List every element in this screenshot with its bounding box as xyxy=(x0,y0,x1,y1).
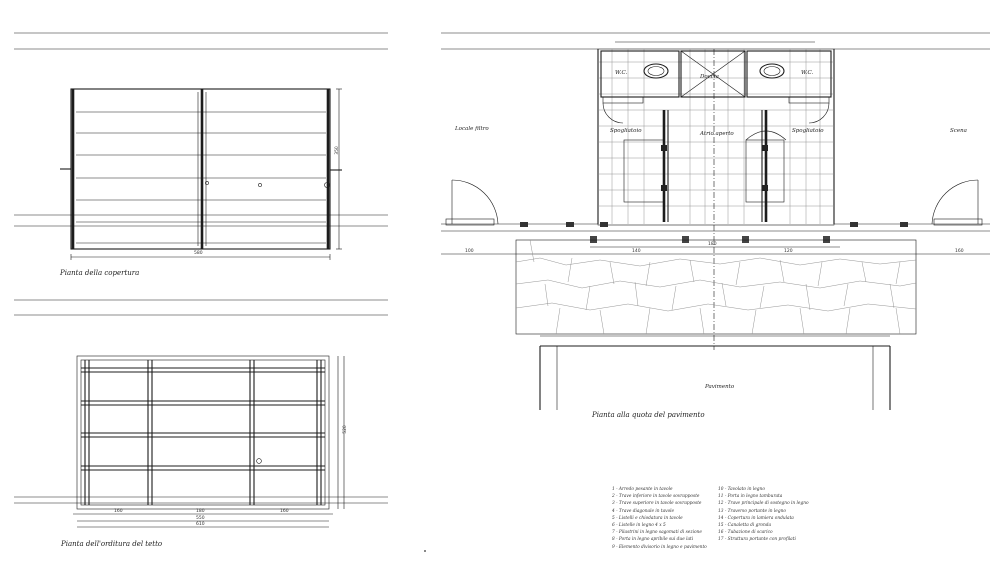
dim-frame-side: 520 xyxy=(342,425,348,434)
dim-frame-bottom-2: 180 xyxy=(196,509,205,514)
dim-plan-d: 120 xyxy=(784,249,793,254)
legend-item: 17 - Struttura portante con profilati xyxy=(718,537,796,543)
dim-plan-b: 140 xyxy=(632,249,641,254)
room-label-dressing-right: Spogliatoio xyxy=(792,128,824,134)
legend-item: 3 - Trave superiore in tavole sovrappost… xyxy=(612,501,702,507)
legend-item: 1 - Arredo pesante in tavole xyxy=(612,487,673,492)
legend-item: 2 - Trave inferiore in tavole sovrappost… xyxy=(612,494,700,500)
roof-plan xyxy=(14,32,388,260)
room-label-right: Scena xyxy=(950,128,967,134)
legend-item: 14 - Copertura in lamiera ondulata xyxy=(718,515,794,521)
legend-item: 9 - Elemento divisorio in legno e pavime… xyxy=(612,544,707,550)
legend-item: 11 - Porta in legno tamburata xyxy=(718,494,783,500)
room-label-center: Atrio aperto xyxy=(700,131,734,137)
legend-item: 12 - Trave principale di sostegno in leg… xyxy=(718,501,809,507)
legend-item: 5 - Listelli e chiodatura in tavole xyxy=(612,515,683,521)
legend-item: 4 - Trave diagonale in tavole xyxy=(612,508,675,514)
dim-plan-c: 180 xyxy=(708,242,717,247)
ceiling-frame-plan xyxy=(14,299,388,528)
dim-frame-bottom-1: 160 xyxy=(114,509,123,514)
floor-plan-caption: Pianta alla quota del pavimento xyxy=(592,411,705,419)
dim-plan-e: 160 xyxy=(955,249,964,254)
room-label-shower: Doccia xyxy=(700,74,719,80)
roof-plan-caption: Pianta della copertura xyxy=(60,269,140,277)
dim-plan-a: 100 xyxy=(465,249,474,254)
ceiling-frame-caption: Pianta dell'orditura del tetto xyxy=(61,540,163,548)
room-label-below: Pavimento xyxy=(705,384,735,390)
legend-item: 7 - Pilastrini in legno sagomati di sezi… xyxy=(612,530,702,536)
legend-left: 1 - Arredo pesante in tavole 2 - Trave i… xyxy=(612,486,707,551)
room-label-wc-right: W.C. xyxy=(801,70,814,76)
legend-item: 10 - Tavolato in legno xyxy=(718,487,765,492)
dim-frame-bottom-3: 160 xyxy=(280,509,289,514)
dim-roof-width: 580 xyxy=(194,251,203,256)
dim-frame-total-1: 550 xyxy=(196,516,205,521)
sheet-mark xyxy=(424,550,426,552)
room-label-dressing-left: Spogliatoio xyxy=(610,128,642,134)
legend-item: 15 - Canaletta di gronda xyxy=(718,523,772,529)
floor-plan xyxy=(441,32,990,410)
legend-item: 6 - Listelle in legno 4 x 5 xyxy=(612,523,666,529)
floor-tiles xyxy=(598,49,834,224)
legend-right: 10 - Tavolato in legno 11 - Porta in leg… xyxy=(718,486,809,544)
dim-frame-total-2: 610 xyxy=(196,522,205,527)
room-label-wc-left: W.C. xyxy=(615,70,628,76)
stone-paving xyxy=(515,239,917,335)
legend-item: 13 - Traverso portante in legno xyxy=(718,508,786,514)
legend-item: 16 - Tubazione di scarico xyxy=(718,530,773,536)
legend-item: 8 - Porta in legno apribile sui due lati xyxy=(612,537,694,543)
room-label-left: Locale filtro xyxy=(455,126,489,132)
dim-roof-height: 350 xyxy=(334,146,340,155)
